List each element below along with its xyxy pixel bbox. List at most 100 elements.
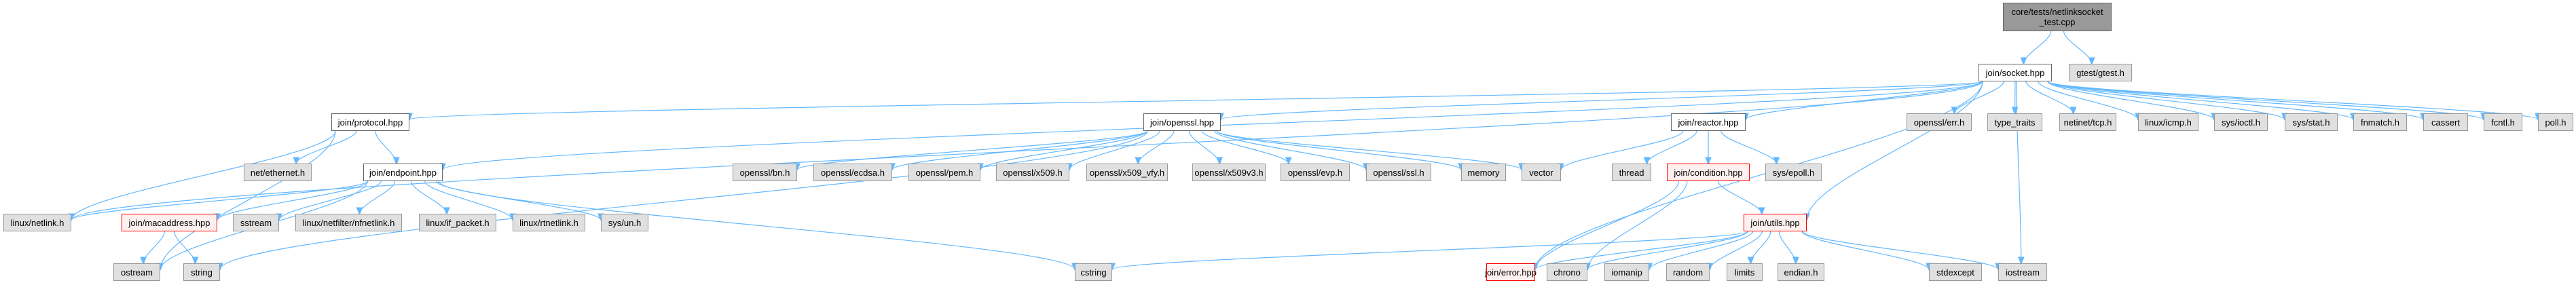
node-label: join/endpoint.hpp bbox=[369, 167, 437, 178]
node-label: gtest/gtest.h bbox=[2076, 67, 2124, 78]
node-label: linux/if_packet.h bbox=[426, 217, 490, 228]
node-utils[interactable]: join/utils.hpp bbox=[1744, 214, 1807, 231]
node-label: join/socket.hpp bbox=[1985, 67, 2045, 78]
edge-condition-to-chrono bbox=[1587, 180, 1688, 269]
edge-protocol-to-endpoint bbox=[375, 130, 397, 164]
node-error[interactable]: join/error.hpp bbox=[1485, 263, 1537, 281]
node-label: linux/netfilter/nfnetlink.h bbox=[302, 217, 395, 228]
node-chrono[interactable]: chrono bbox=[1547, 263, 1587, 281]
edge-socket-to-openssl_err bbox=[1954, 81, 2004, 113]
node-openssl-pem[interactable]: openssl/pem.h bbox=[908, 164, 980, 181]
node-label: join/macaddress.hpp bbox=[128, 217, 210, 228]
node-sys-un[interactable]: sys/un.h bbox=[601, 214, 648, 231]
node-label: openssl/x509_vfy.h bbox=[1089, 167, 1165, 178]
node-label: thread bbox=[1619, 167, 1644, 178]
node-ostream[interactable]: ostream bbox=[113, 263, 160, 281]
node-limits[interactable]: limits bbox=[1727, 263, 1763, 281]
node-netinet-tcp[interactable]: netinet/tcp.h bbox=[2059, 113, 2116, 131]
node-openssl-x509v3[interactable]: openssl/x509v3.h bbox=[1192, 164, 1266, 181]
node-label: type_traits bbox=[1994, 117, 2036, 128]
edge-socket-to-iostream bbox=[2016, 81, 2021, 263]
node-endian[interactable]: endian.h bbox=[1778, 263, 1824, 281]
node-openssl-err[interactable]: openssl/err.h bbox=[1907, 113, 1972, 131]
node-string[interactable]: string bbox=[183, 263, 220, 281]
node-cassert[interactable]: cassert bbox=[2423, 113, 2468, 131]
node-type-traits[interactable]: type_traits bbox=[1987, 113, 2042, 131]
node-protocol[interactable]: join/protocol.hpp bbox=[331, 113, 409, 131]
node-linux-icmp[interactable]: linux/icmp.h bbox=[2138, 113, 2198, 131]
edge-reactor-to-sys_epoll bbox=[1721, 130, 1777, 164]
edge-root-to-socket bbox=[2023, 31, 2052, 64]
node-label: openssl/evp.h bbox=[1287, 167, 1343, 178]
node-sstream[interactable]: sstream bbox=[233, 214, 279, 231]
edge-openssl_hpp-to-openssl_x509_vfy bbox=[1138, 130, 1175, 164]
node-if-packet[interactable]: linux/if_packet.h bbox=[419, 214, 496, 231]
edge-socket-to-openssl_hpp bbox=[1221, 81, 1983, 119]
node-label: join/condition.hpp bbox=[1674, 167, 1743, 178]
edge-openssl_hpp-to-openssl_evp bbox=[1201, 130, 1288, 164]
node-openssl-ecdsa[interactable]: openssl/ecdsa.h bbox=[813, 164, 892, 181]
node-linux-netlink[interactable]: linux/netlink.h bbox=[3, 214, 71, 231]
edge-utils-to-error bbox=[1535, 231, 1748, 269]
node-endpoint[interactable]: join/endpoint.hpp bbox=[363, 164, 443, 181]
edge-utils-to-chrono bbox=[1587, 231, 1748, 269]
node-label: ostream bbox=[121, 267, 153, 278]
node-macaddress[interactable]: join/macaddress.hpp bbox=[122, 214, 217, 231]
edge-condition-to-error bbox=[1535, 180, 1679, 269]
node-root[interactable]: core/tests/netlinksocket _test.cpp bbox=[2003, 3, 2112, 31]
edge-macaddress-to-string bbox=[174, 231, 196, 263]
node-label: join/protocol.hpp bbox=[337, 117, 403, 128]
node-openssl-bn[interactable]: openssl/bn.h bbox=[733, 164, 797, 181]
node-rtnetlink[interactable]: linux/rtnetlink.h bbox=[513, 214, 585, 231]
node-socket[interactable]: join/socket.hpp bbox=[1979, 64, 2052, 81]
edge-openssl_hpp-to-openssl_x509 bbox=[1069, 130, 1160, 170]
node-label: net/ethernet.h bbox=[250, 167, 306, 178]
node-label: openssl/x509v3.h bbox=[1194, 167, 1264, 178]
node-label: random bbox=[1672, 267, 1704, 278]
node-fcntl[interactable]: fcntl.h bbox=[2484, 113, 2522, 131]
edge-openssl_hpp-to-openssl_ssl bbox=[1214, 130, 1366, 170]
node-iostream[interactable]: iostream bbox=[1998, 263, 2047, 281]
node-label: fcntl.h bbox=[2491, 117, 2515, 128]
node-openssl-ssl[interactable]: openssl/ssl.h bbox=[1366, 164, 1431, 181]
node-label: stdexcept bbox=[1936, 267, 1974, 278]
edge-openssl_hpp-to-openssl_pem bbox=[980, 130, 1148, 170]
edge-utils-to-stdexcept bbox=[1801, 231, 1929, 269]
edge-endpoint-to-macaddress bbox=[217, 180, 369, 220]
node-net-ethernet[interactable]: net/ethernet.h bbox=[244, 164, 312, 181]
node-label: sstream bbox=[240, 217, 272, 228]
node-gtest[interactable]: gtest/gtest.h bbox=[2069, 64, 2132, 81]
edge-socket-to-linux_netlink bbox=[71, 81, 1983, 220]
node-label: openssl/x509.h bbox=[1003, 167, 1063, 178]
node-openssl-x509-vfy[interactable]: openssl/x509_vfy.h bbox=[1086, 164, 1168, 181]
node-openssl-evp[interactable]: openssl/evp.h bbox=[1281, 164, 1350, 181]
node-cstring[interactable]: cstring bbox=[1075, 263, 1112, 281]
node-condition[interactable]: join/condition.hpp bbox=[1667, 164, 1750, 181]
node-sys-stat[interactable]: sys/stat.h bbox=[2285, 113, 2338, 131]
node-nfnetlink[interactable]: linux/netfilter/nfnetlink.h bbox=[295, 214, 402, 231]
node-label: sys/un.h bbox=[608, 217, 642, 228]
edge-socket-to-sys_ioctl bbox=[2047, 81, 2214, 119]
node-random[interactable]: random bbox=[1666, 263, 1710, 281]
node-reactor[interactable]: join/reactor.hpp bbox=[1671, 113, 1746, 131]
node-sys-ioctl[interactable]: sys/ioctl.h bbox=[2214, 113, 2268, 131]
node-vector[interactable]: vector bbox=[1522, 164, 1561, 181]
node-fnmatch[interactable]: fnmatch.h bbox=[2353, 113, 2407, 131]
node-label: limits bbox=[1734, 267, 1755, 278]
node-memory[interactable]: memory bbox=[1461, 164, 1506, 181]
node-poll[interactable]: poll.h bbox=[2538, 113, 2573, 131]
node-label: join/utils.hpp bbox=[1750, 217, 1800, 228]
node-label: openssl/ssl.h bbox=[1373, 167, 1424, 178]
node-sys-epoll[interactable]: sys/epoll.h bbox=[1765, 164, 1822, 181]
edge-protocol-to-linux_netlink bbox=[71, 130, 336, 220]
node-iomanip[interactable]: iomanip bbox=[1604, 263, 1649, 281]
node-openssl-x509[interactable]: openssl/x509.h bbox=[996, 164, 1069, 181]
node-label: join/reactor.hpp bbox=[1678, 117, 1739, 128]
node-stdexcept[interactable]: stdexcept bbox=[1929, 263, 1982, 281]
node-label: join/error.hpp bbox=[1485, 267, 1537, 278]
node-thread[interactable]: thread bbox=[1612, 164, 1651, 181]
node-label: string bbox=[191, 267, 213, 278]
node-openssl-hpp[interactable]: join/openssl.hpp bbox=[1143, 113, 1221, 131]
edge-utils-to-random bbox=[1710, 231, 1763, 269]
